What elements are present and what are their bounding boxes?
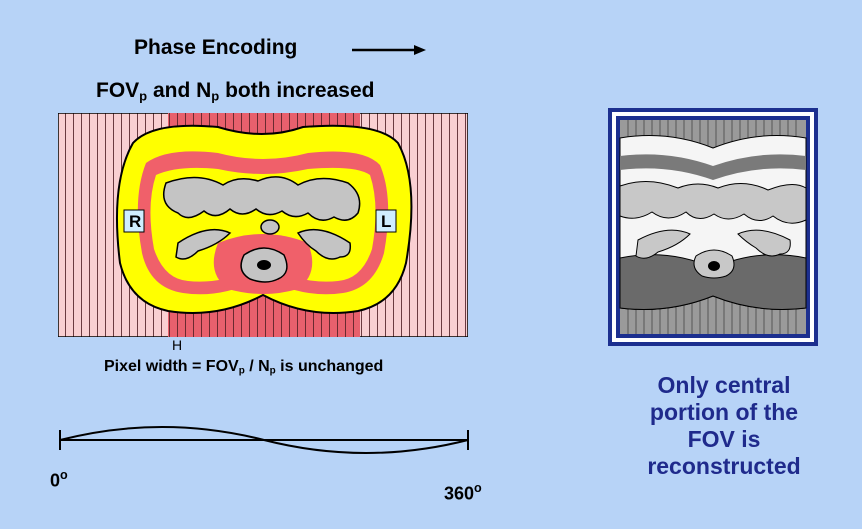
recon-posterior: [619, 254, 807, 310]
h-marker: H: [172, 337, 183, 353]
recon-muscle: [620, 154, 806, 180]
recon-kidney-right: [635, 229, 691, 259]
aorta: [260, 219, 280, 235]
diagram-subtitle: FOVp and Np both increased: [96, 79, 375, 104]
fov-diagram: R L: [58, 113, 468, 337]
caption-line-3: FOV is: [687, 426, 761, 452]
pixel-width-note: Pixel width = FOVp / Np is unchanged: [104, 358, 384, 377]
phase-wave: [59, 426, 469, 454]
right-label: R: [129, 212, 141, 231]
kidney-left: [296, 228, 352, 260]
recon-bowel: [619, 181, 807, 224]
caption-line-2: portion of the: [649, 399, 799, 425]
left-label: L: [381, 212, 391, 231]
phase-end-label: 360o: [444, 481, 482, 504]
caption: Only central portion of the FOV is recon…: [604, 372, 844, 480]
recon-kidney-left: [737, 229, 791, 257]
reconstructed-image: [608, 108, 818, 346]
kidney-right: [175, 228, 232, 260]
phase-start-label: 0o: [50, 468, 68, 491]
phase-encoding-label: Phase Encoding: [134, 36, 298, 59]
phase-direction-arrow-icon: [352, 45, 426, 55]
caption-line-1: Only central: [657, 372, 791, 398]
caption-line-4: reconstructed: [647, 453, 801, 479]
spinal-canal: [257, 260, 271, 270]
recon-spinal-canal: [708, 261, 720, 271]
sine-curve: [59, 426, 469, 454]
bowel: [163, 176, 361, 221]
